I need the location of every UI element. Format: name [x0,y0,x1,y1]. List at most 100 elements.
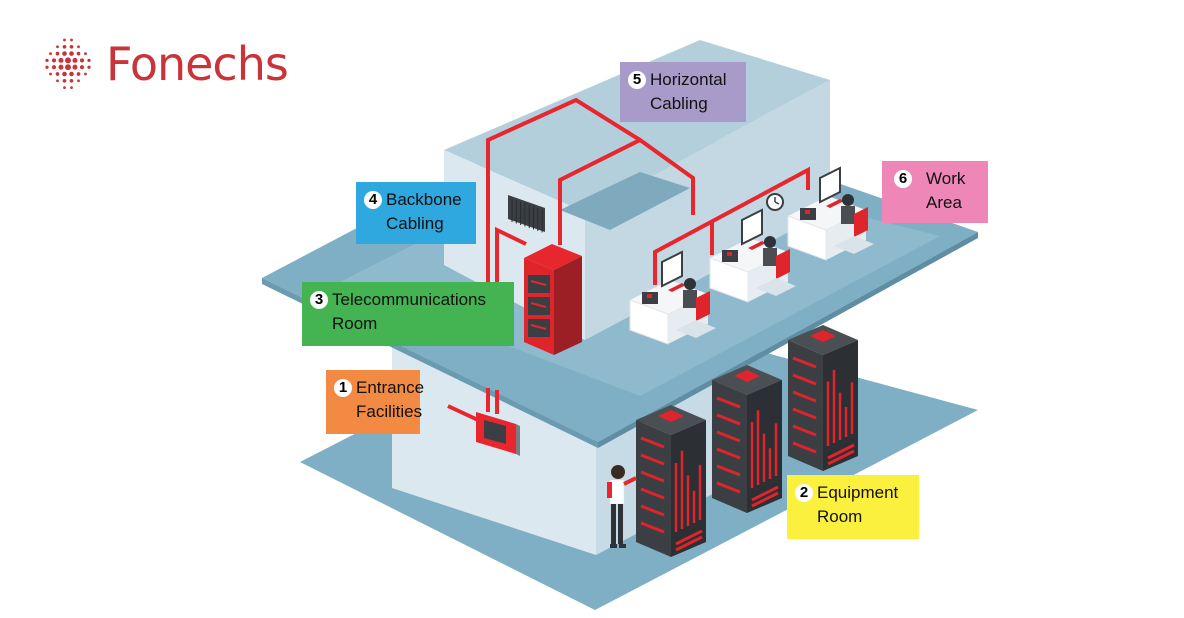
rack-slot [716,447,741,460]
logo-dot [62,44,67,49]
workstation [709,208,796,303]
monitor-icon [819,166,841,204]
logo-dot [55,72,60,76]
number-badge: 5 [628,71,646,89]
telecom-room-side [585,80,830,340]
number-badge: 3 [310,291,328,309]
server-rack [788,325,858,471]
equipment-room-racks [636,325,858,557]
logo-dot [69,71,74,77]
dot-grid-icon [40,36,96,92]
logo-dot [49,52,52,55]
monitor-icon [661,250,683,288]
server-rack [712,365,782,513]
rack-slot [792,356,817,369]
work-area-desks [629,166,874,345]
logo-dot [70,86,73,89]
logo-dot [55,51,60,56]
logo-dot [84,72,87,76]
logo-dot [65,64,71,71]
logo-dot [76,72,81,76]
rack-slot [792,373,817,386]
rack-slot [640,521,665,534]
logo-dot [58,57,64,63]
callout-work-area: 6 Work Area [882,161,988,223]
monitor-icon [741,208,763,246]
callout-label: Backbone Cabling [386,190,462,233]
logo-dot [49,72,52,76]
rack-slot [792,441,817,454]
callout-label: Work Area [926,169,966,212]
telecom-room-cutout [560,172,690,230]
logo-dot [77,45,80,49]
chair [854,207,868,237]
vent-icon [508,195,545,233]
callout-entrance-facilities: 1 Entrance Facilities [326,370,424,434]
logo-dot [87,65,91,69]
callout-label: Horizontal Cabling [650,70,727,113]
logo-dot [69,44,74,49]
rack-slot [716,464,741,477]
telecom-cabinet [524,244,582,355]
rack-slot [640,487,665,500]
logo-dot [63,86,66,89]
number-badge: 2 [795,484,813,502]
number-badge: 1 [334,379,352,397]
rack-slot [640,453,665,466]
callout-label: Telecommunications Room [332,290,487,333]
logo-dot [51,65,57,70]
logo-dot [56,79,59,83]
logo-dot [76,51,81,56]
logo-dot [51,58,57,63]
chair [776,249,790,279]
logo-dot [45,65,49,69]
logo-dot [45,58,49,63]
logo-dot [62,51,67,56]
rack-slot [792,390,817,403]
logo-dot [84,52,87,55]
person-body [763,248,777,266]
rack-slot [640,436,665,449]
person-body [841,206,855,224]
callout-label: Entrance Facilities [356,378,425,421]
logo-dot [72,64,78,70]
clock-icon [766,193,784,211]
technician-person [607,465,637,548]
number-badge: 4 [364,191,382,209]
logo-dot [79,58,85,63]
server-rack [636,405,706,557]
logo-dot [62,71,67,77]
logo-dot [72,57,78,63]
logo-dot [69,78,74,83]
number-badge: 6 [894,170,912,188]
callout-backbone-cabling: 4 Backbone Cabling [356,182,476,244]
workstation [787,166,874,261]
horizontal-cabling [653,166,810,285]
rack-slot [640,470,665,483]
rack-slot [640,504,665,517]
logo-dot [58,64,64,70]
logo-dot [65,57,71,64]
person-body [683,290,697,308]
rack-slot [716,430,741,443]
brand-name: Fonechs [106,37,289,91]
logo-dot [69,51,74,56]
logo-dot [87,58,91,63]
logo-dot [77,79,80,83]
logo-dot [70,38,73,42]
logo-dot [56,45,59,49]
brand-logo: Fonechs [40,36,289,92]
logo-dot [79,65,85,70]
rack-slot [716,396,741,409]
rack-slot [792,424,817,437]
chair [696,291,710,321]
callout-equipment-room: 2 Equipment Room [787,475,919,539]
callout-horizontal-cabling: 5 Horizontal Cabling [620,62,746,122]
rack-slot [716,481,741,494]
person-head [764,236,776,248]
backbone-cabling [486,97,695,285]
logo-dot [63,38,66,42]
rack-slot [716,413,741,426]
callout-telecommunications-room: 3 Telecommunications Room [302,282,514,346]
